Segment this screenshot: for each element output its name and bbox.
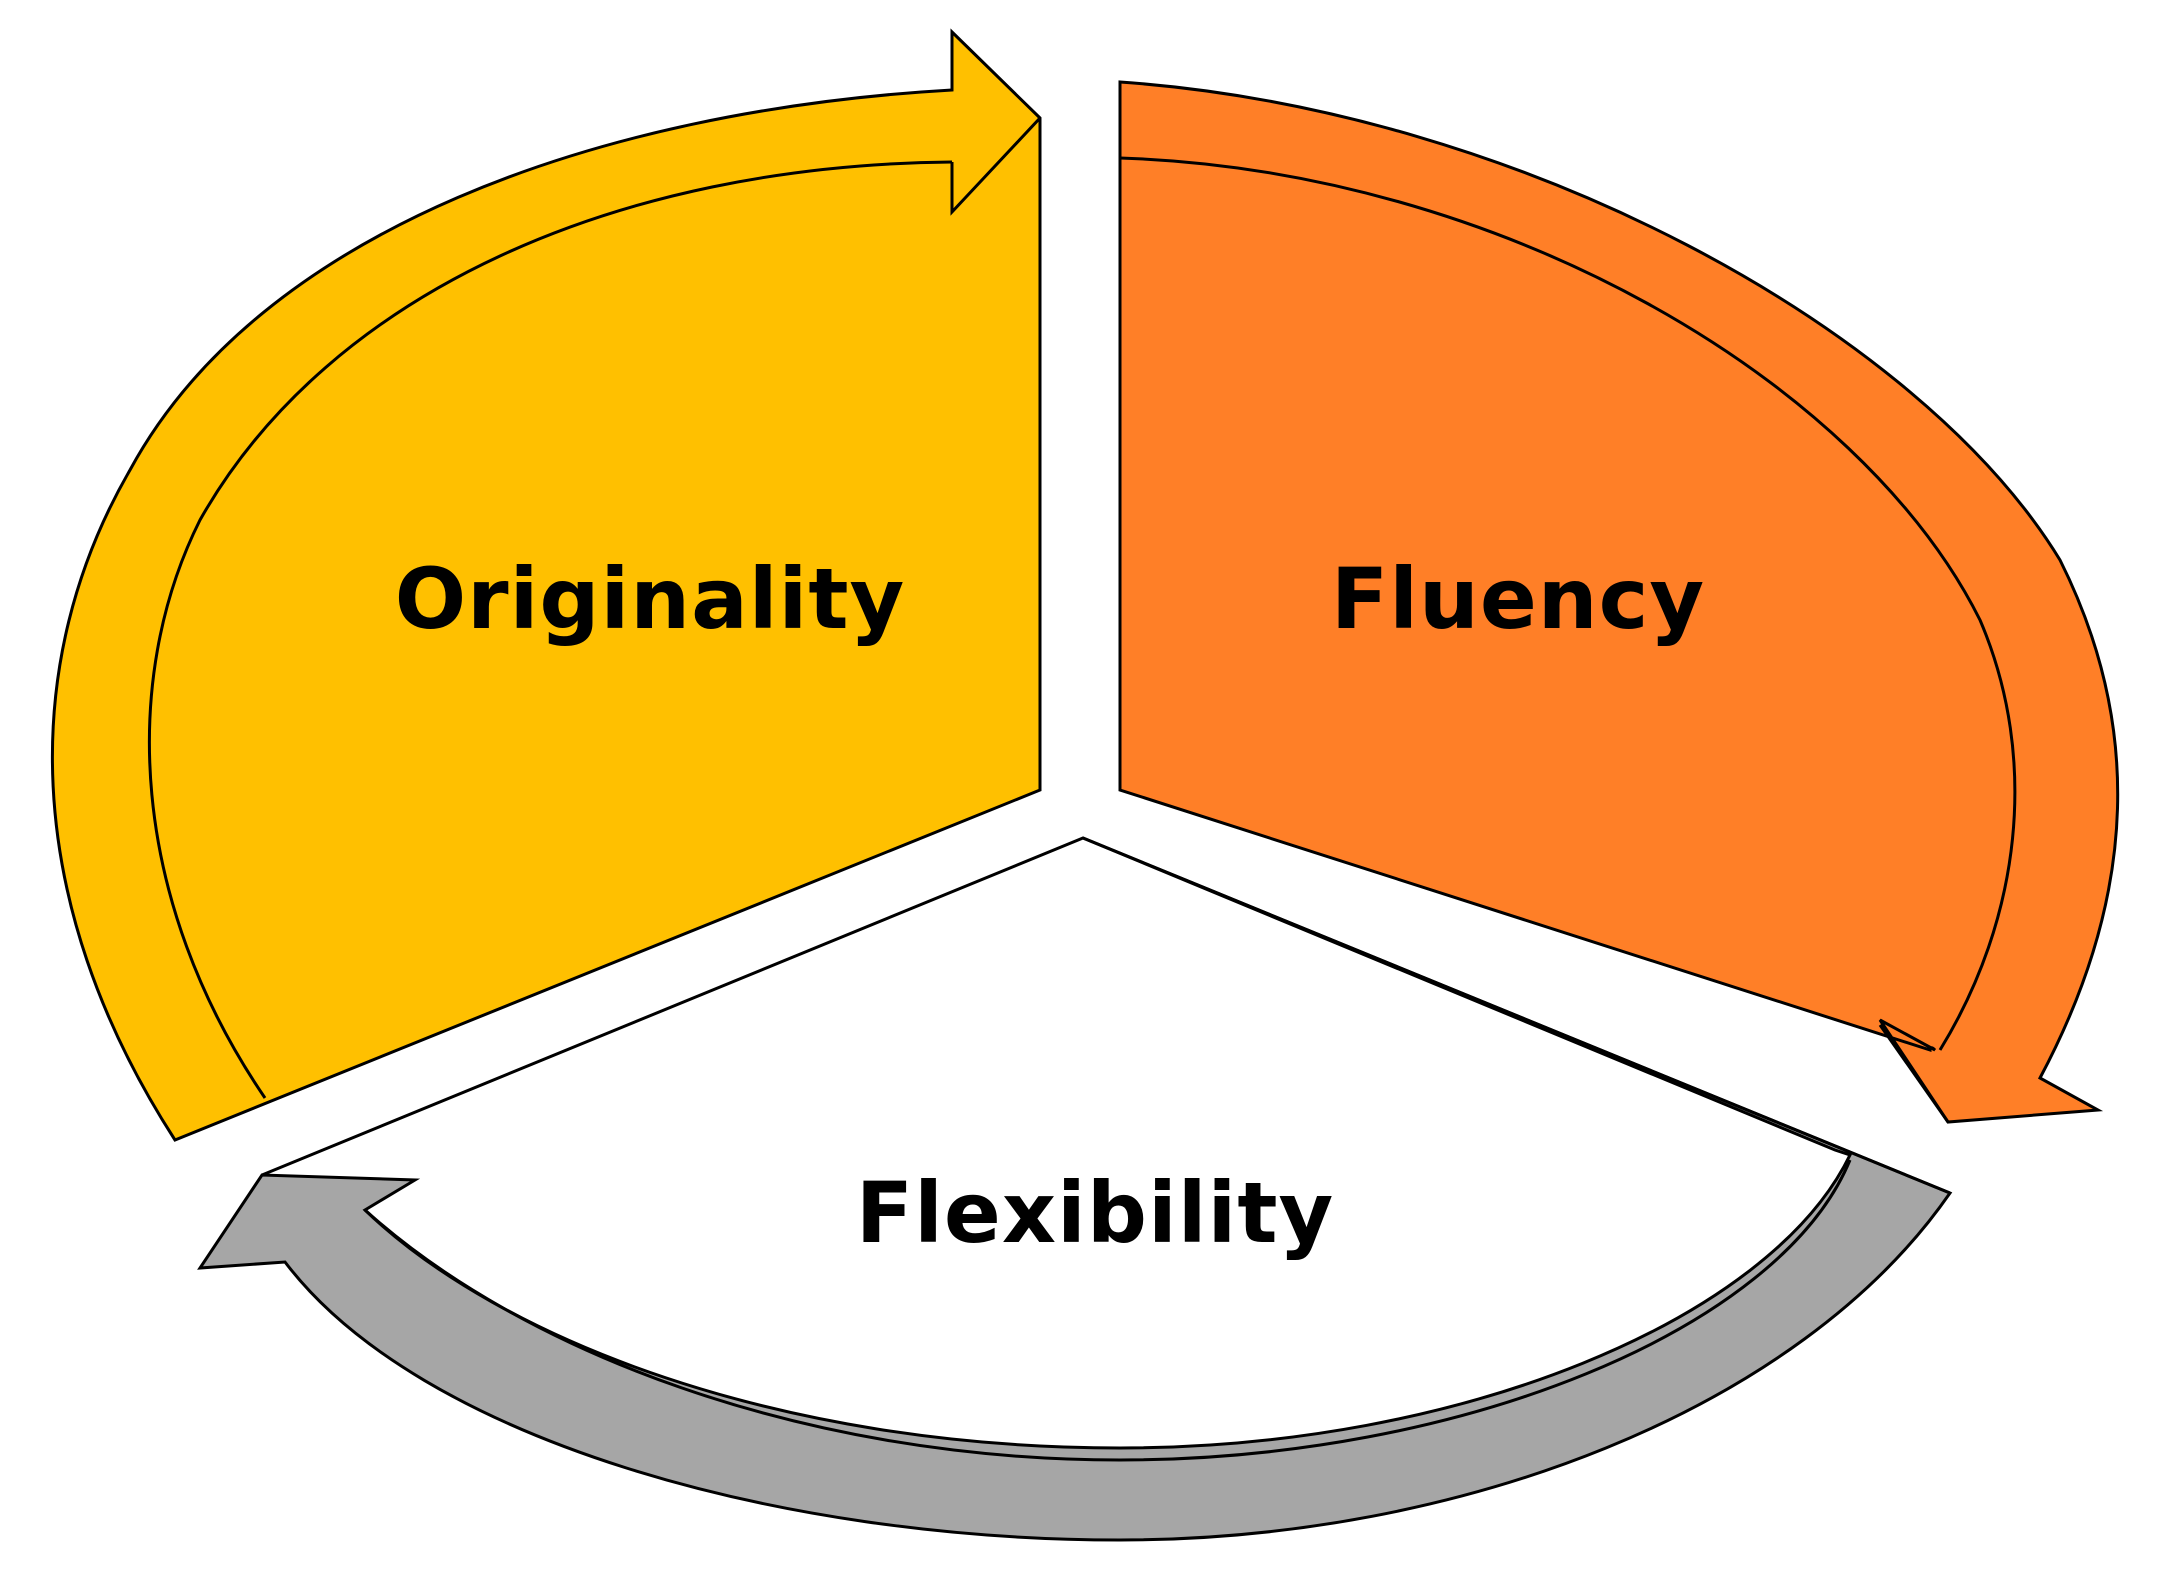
segment-originality-label: Originality	[395, 550, 906, 648]
originality-arrow-inner-edge	[147, 160, 953, 1099]
segment-fluency: Fluency	[1118, 80, 2120, 1124]
fluency-arrow-head-edge	[1878, 1024, 1950, 1123]
segment-fluency-label: Fluency	[1331, 550, 1705, 648]
originality-arrow-head-edge	[950, 116, 1042, 216]
segment-flexibility: Flexibility	[197, 836, 1953, 1542]
segment-fluency-shape	[1118, 80, 2120, 1124]
flexibility-top-edge	[261, 836, 1951, 1195]
fluency-arrow-inner-edge	[1119, 156, 2017, 1051]
flexibility-arrow-inner-edge	[363, 1159, 1852, 1462]
segment-flexibility-shape	[197, 836, 1953, 1542]
segment-originality: Originality	[50, 28, 1042, 1142]
segment-originality-shape	[50, 28, 1042, 1142]
segment-flexibility-label: Flexibility	[856, 1164, 1335, 1262]
